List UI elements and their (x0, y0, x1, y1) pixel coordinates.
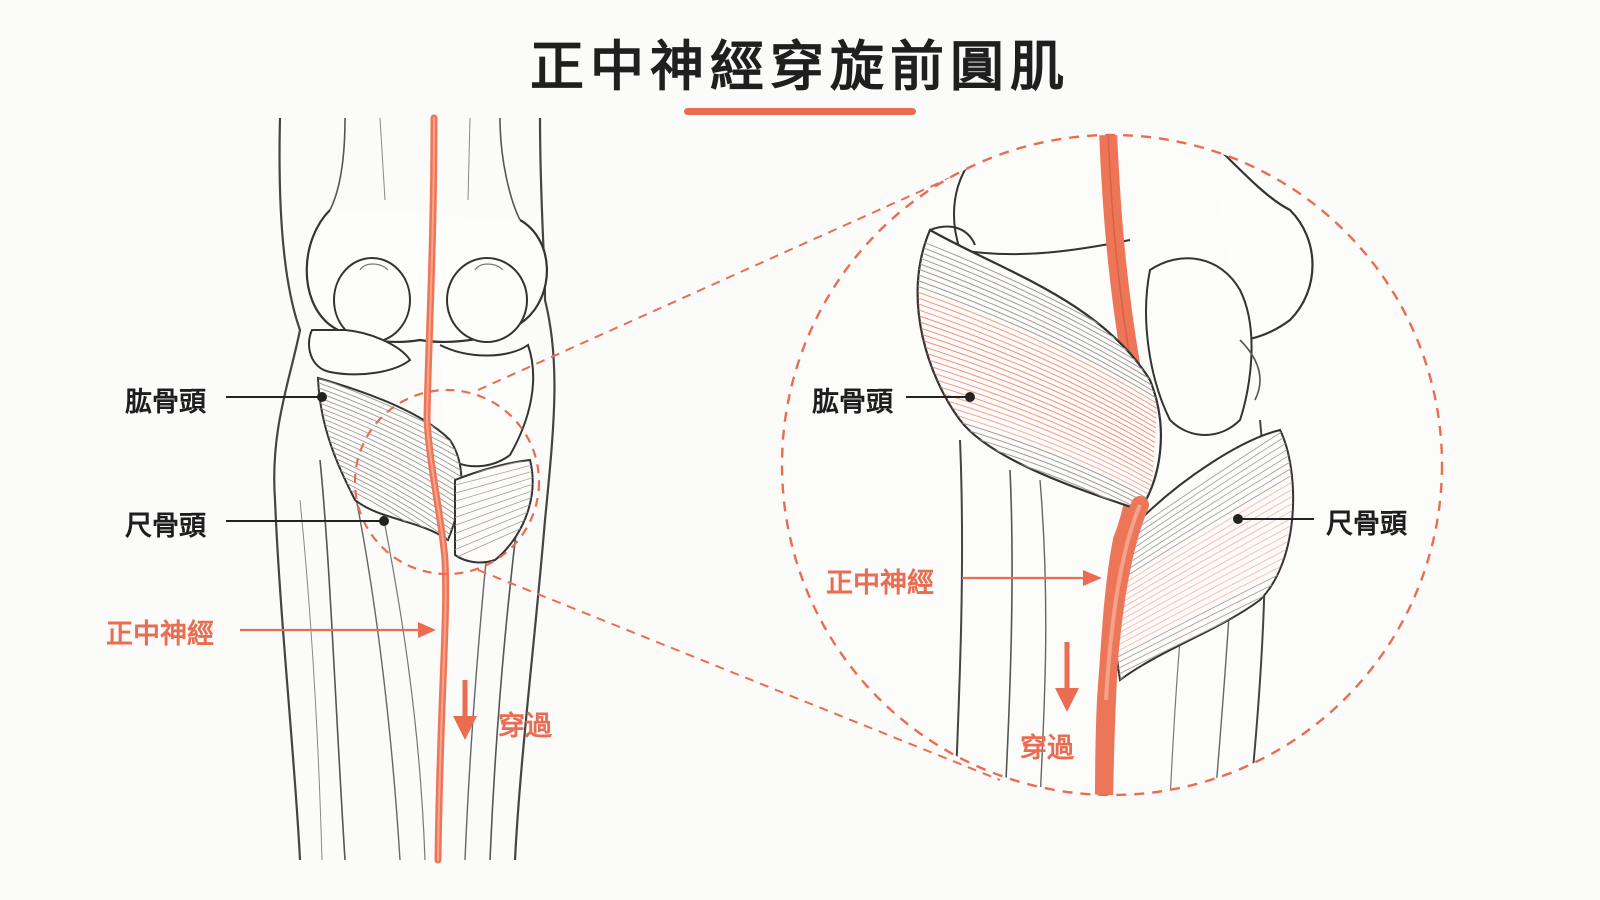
right-pass-through-label: 穿過 (1020, 733, 1074, 764)
left-median-nerve-label: 正中神經 (106, 619, 214, 650)
arrow-down-icon (453, 680, 477, 740)
zoom-connector-top (477, 177, 951, 391)
page-title: 正中神經穿旋前圓肌 (530, 35, 1070, 98)
title-underline (684, 108, 916, 115)
right-ulnar-head-label: 尺骨頭 (1326, 509, 1407, 540)
zoom-circle-border (780, 133, 1444, 797)
magnify-circle-icon (353, 388, 541, 576)
left-humeral-head-label: 肱骨頭 (125, 387, 206, 418)
zoomed-elbow-illustration (780, 133, 1444, 797)
arrow-down-icon (1055, 642, 1079, 712)
right-median-nerve-label: 正中神經 (826, 568, 934, 599)
left-pass-through-label: 穿過 (498, 711, 552, 742)
left-ulnar-head-label: 尺骨頭 (125, 511, 206, 542)
zoom-connector-bottom (477, 569, 1001, 781)
left-forearm-illustration (226, 114, 556, 864)
right-humeral-head-label: 肱骨頭 (812, 387, 893, 418)
